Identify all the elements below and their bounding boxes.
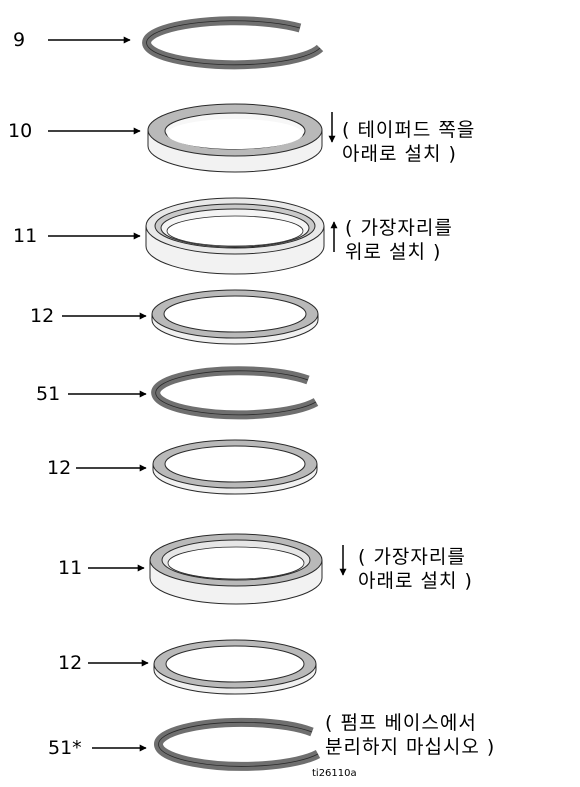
snap-ring-9 [142, 16, 324, 70]
note-10: ( 테이퍼드 쪽을 아래로 설치 ) [342, 118, 475, 166]
part-number-51: 51 [36, 383, 61, 405]
part-number-11-lower: 11 [58, 557, 83, 579]
flat-ring-12-b [152, 439, 318, 495]
tapered-ring-10 [147, 103, 323, 173]
snap-ring-51 [151, 366, 319, 420]
part-number-9: 9 [13, 29, 26, 51]
packing-11-upper [145, 197, 325, 275]
flat-ring-12-a [151, 289, 319, 345]
part-number-11-upper: 11 [13, 225, 38, 247]
part-number-51-star: 51* [48, 737, 82, 759]
part-number-12-b: 12 [47, 457, 72, 479]
note-11-lower-line2: 아래로 설치 ) [358, 570, 473, 592]
note-11-upper: ( 가장자리를 위로 설치 ) [345, 216, 453, 264]
part-number-12-a: 12 [30, 305, 55, 327]
note-51-star-line2: 분리하지 마십시오 ) [325, 736, 496, 758]
part-number-12-c: 12 [58, 652, 83, 674]
note-11-lower-line1: ( 가장자리를 [358, 546, 466, 568]
part-number-10: 10 [8, 120, 33, 142]
figure-id: ti26110a [312, 768, 357, 779]
snap-ring-51-star [154, 717, 321, 771]
note-51-star: ( 펌프 베이스에서 분리하지 마십시오 ) [325, 711, 495, 759]
note-51-star-line1: ( 펌프 베이스에서 [325, 712, 477, 734]
direction-arrows [328, 112, 347, 576]
note-11-upper-line1: ( 가장자리를 [345, 217, 453, 239]
leader-arrows [48, 36, 149, 752]
packing-11-lower [149, 533, 323, 605]
flat-ring-12-c [153, 639, 317, 695]
note-10-line1: ( 테이퍼드 쪽을 [342, 119, 476, 141]
note-11-lower: ( 가장자리를 아래로 설치 ) [358, 545, 473, 593]
note-11-upper-line2: 위로 설치 ) [345, 241, 442, 263]
note-10-line2: 아래로 설치 ) [342, 143, 457, 165]
